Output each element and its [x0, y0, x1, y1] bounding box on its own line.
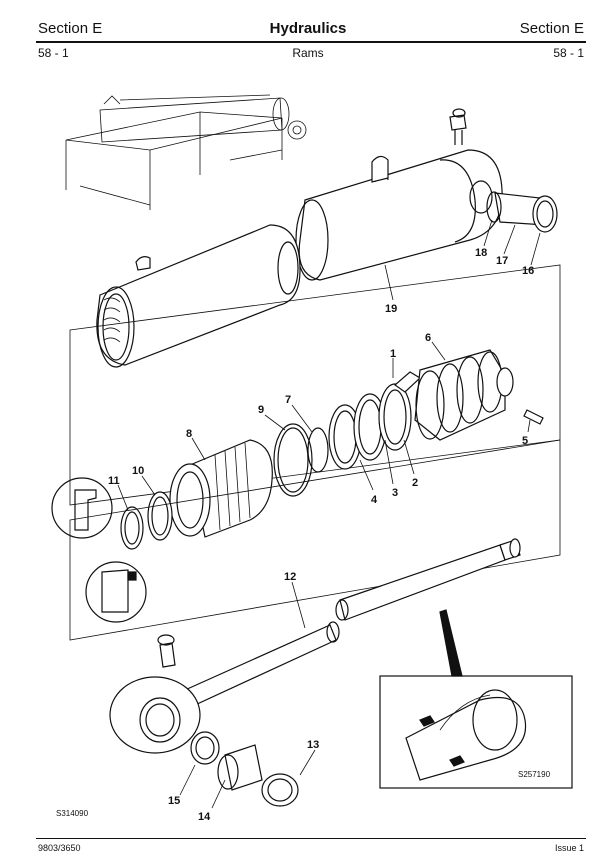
- cylinder-body: [295, 149, 503, 281]
- callout-14: 14: [198, 811, 211, 823]
- location-sketch: [65, 94, 307, 210]
- cylinder-barrel: [96, 224, 301, 368]
- issue-label: Issue 1: [554, 843, 584, 853]
- roll-pin: [523, 409, 544, 425]
- grease-nipple-top: [449, 108, 467, 145]
- callout-17: 17: [496, 255, 508, 267]
- rod-eye: [109, 634, 201, 754]
- seal-15: [190, 731, 220, 765]
- callout-5: 5: [522, 435, 528, 447]
- figure-reference: S314090: [56, 809, 89, 818]
- piston-rod: [184, 538, 521, 706]
- callout-2: 2: [412, 477, 418, 489]
- callout-labels: 1 2 3 4 5 6 7 8 9 10 11 12 13 14 15 16 1…: [108, 247, 534, 823]
- callout-7: 7: [285, 394, 291, 406]
- piston: [414, 349, 514, 441]
- bush-14: [224, 744, 263, 791]
- callout-19: 19: [385, 303, 397, 315]
- gland-bushes: [486, 191, 558, 233]
- wiper-seal-11: [120, 506, 144, 550]
- callout-15: 15: [168, 795, 180, 807]
- page-subtitle: Rams: [292, 46, 324, 60]
- piston-seals: [328, 371, 421, 470]
- document-number: 9803/3650: [38, 843, 81, 853]
- o-ring-7: [307, 427, 329, 473]
- callout-6: 6: [425, 332, 431, 344]
- gland: [169, 439, 273, 538]
- callout-13: 13: [307, 739, 319, 751]
- callout-10: 10: [132, 465, 144, 477]
- callout-12: 12: [284, 571, 296, 583]
- callout-16: 16: [522, 265, 534, 277]
- section-label-right: Section E: [519, 20, 584, 37]
- callout-8: 8: [186, 428, 192, 440]
- seal-detail-views: [51, 477, 147, 623]
- page-number-right: 58 - 1: [553, 46, 584, 60]
- inset-reference: S257190: [518, 770, 551, 779]
- callout-4: 4: [371, 494, 378, 506]
- callout-18: 18: [475, 247, 487, 259]
- callout-3: 3: [392, 487, 398, 499]
- section-label-left: Section E: [38, 20, 103, 37]
- callout-leaders: [117, 219, 541, 809]
- callout-9: 9: [258, 404, 264, 416]
- header-rule: [36, 41, 586, 43]
- inset-detail: [379, 609, 573, 789]
- exploded-band-lower: [69, 439, 561, 641]
- callout-11: 11: [108, 475, 120, 487]
- callout-1: 1: [390, 348, 396, 360]
- page-number-left: 58 - 1: [38, 46, 69, 60]
- page-title: Hydraulics: [269, 20, 347, 37]
- o-ring-9: [273, 423, 313, 497]
- footer-rule: [36, 838, 586, 839]
